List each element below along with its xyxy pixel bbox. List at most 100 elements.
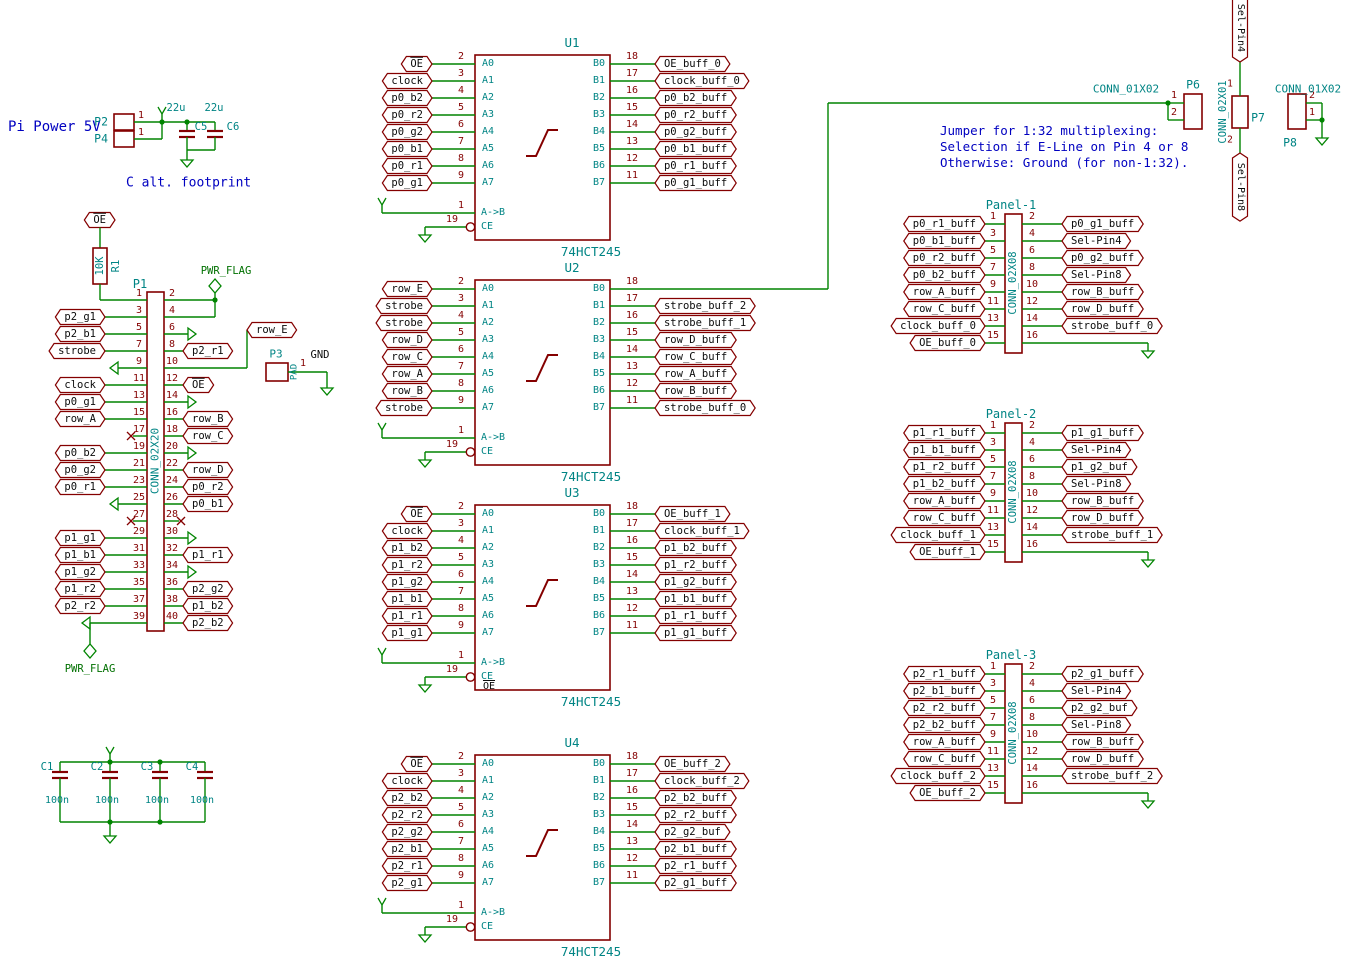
net-label[interactable]: p0_r2_buff (663, 108, 728, 121)
net-label[interactable]: p0_g2_buff (663, 125, 728, 138)
net-label[interactable]: row_C (391, 350, 423, 363)
net-label[interactable]: p2_b1 (391, 842, 423, 855)
net-label[interactable]: p2_g1 (391, 876, 423, 889)
net-label[interactable]: OE_buff_0 (919, 336, 976, 349)
net-label[interactable]: row_D_buff (1070, 511, 1135, 524)
net-label[interactable]: row_D_buff (1070, 302, 1135, 315)
net-label[interactable]: p2_g1 (64, 310, 96, 323)
net-label[interactable]: clock (391, 774, 423, 787)
net-label[interactable]: clock_buff_1 (663, 524, 740, 537)
net-label[interactable]: OE_buff_0 (663, 57, 721, 70)
net-label[interactable]: p2_r1_buff (912, 667, 976, 680)
net-label[interactable]: Sel-Pin8 (1070, 718, 1122, 731)
net-label[interactable]: p1_r2_buff (912, 460, 976, 473)
net-label[interactable]: p0_g1_buff (663, 176, 728, 189)
net-label[interactable]: row_B (391, 384, 423, 397)
net-label[interactable]: row_D_buff (1070, 752, 1135, 765)
net-label[interactable]: row_B_buff (1070, 285, 1135, 298)
pad-body[interactable] (265, 362, 289, 382)
ic-body[interactable] (474, 279, 611, 466)
net-label[interactable]: row_D_buff (663, 333, 728, 346)
net-label[interactable]: clock (391, 74, 423, 87)
net-label[interactable]: p1_r2 (64, 582, 96, 595)
connector-body[interactable] (1004, 422, 1023, 563)
net-label[interactable]: p1_b1 (391, 592, 423, 605)
net-label[interactable]: p2_g1_buff (1070, 667, 1135, 680)
net-label[interactable]: p0_g2 (391, 125, 423, 138)
ic-body[interactable] (474, 504, 611, 691)
net-label[interactable]: p0_b1_buff (663, 142, 728, 155)
net-label[interactable]: row_A (391, 367, 423, 380)
net-label[interactable]: p2_b1 (64, 327, 96, 340)
net-label[interactable]: p1_r1 (191, 548, 224, 561)
net-label[interactable]: OE (410, 57, 423, 70)
net-label[interactable]: p1_b1 (64, 548, 96, 561)
net-label[interactable]: p1_g1 (391, 626, 423, 639)
net-label[interactable]: OE (93, 213, 106, 226)
net-label[interactable]: Sel-Pin4 (1235, 3, 1246, 52)
net-label[interactable]: p2_r2_buff (912, 701, 976, 714)
connector-body[interactable] (1231, 95, 1249, 129)
net-label[interactable]: p0_b1 (191, 497, 224, 510)
net-label[interactable]: p2_g2_buf (663, 825, 721, 838)
net-label[interactable]: p2_b2_buff (912, 718, 976, 731)
net-label[interactable]: OE_buff_2 (663, 757, 721, 770)
net-label[interactable]: p2_b1_buff (912, 684, 976, 697)
net-label[interactable]: p0_g2_buff (1070, 251, 1135, 264)
net-label[interactable]: strobe_buff_1 (663, 316, 747, 329)
net-label[interactable]: OE (482, 681, 496, 692)
net-label[interactable]: strobe_buff_2 (663, 299, 747, 312)
net-label[interactable]: p1_b2_buff (912, 477, 976, 490)
net-label[interactable]: row_D (191, 463, 224, 476)
net-label[interactable]: p1_r2_buff (663, 558, 728, 571)
net-label[interactable]: p1_g2_buff (663, 575, 728, 588)
net-label[interactable]: p2_b2_buff (663, 791, 728, 804)
net-label[interactable]: row_B (191, 412, 224, 425)
net-label[interactable]: row_C_buff (912, 752, 976, 765)
net-label[interactable]: row_A_buff (912, 735, 976, 748)
net-label[interactable]: p1_r1_buff (912, 426, 976, 439)
net-label[interactable]: strobe (385, 299, 423, 312)
net-label[interactable]: OE_buff_1 (663, 507, 721, 520)
net-label[interactable]: p0_b1 (391, 142, 423, 155)
net-label[interactable]: OE_buff_2 (919, 786, 976, 799)
connector-body[interactable] (1183, 93, 1203, 130)
net-label[interactable]: row_E (255, 323, 288, 336)
net-label[interactable]: row_C (191, 429, 224, 442)
net-label[interactable]: row_B_buff (1070, 735, 1135, 748)
net-label[interactable]: p0_r1 (391, 159, 423, 172)
connector-body[interactable] (113, 130, 135, 148)
net-label[interactable]: p2_r1_buff (663, 859, 728, 872)
net-label[interactable]: p2_b2 (191, 616, 224, 629)
connector-body[interactable] (113, 113, 135, 131)
net-label[interactable]: Sel-Pin4 (1070, 443, 1122, 456)
net-label[interactable]: p1_g2_buf (1070, 460, 1128, 473)
net-label[interactable]: p1_g1_buff (663, 626, 728, 639)
net-label[interactable]: p1_g2 (391, 575, 423, 588)
net-label[interactable]: p1_g1_buff (1070, 426, 1135, 439)
net-label[interactable]: p0_r1_buff (663, 159, 728, 172)
net-label[interactable]: p2_r1 (191, 344, 224, 357)
net-label[interactable]: row_A_buff (912, 285, 976, 298)
net-label[interactable]: p0_b2 (391, 91, 423, 104)
net-label[interactable]: OE (410, 757, 423, 770)
net-label[interactable]: strobe (385, 401, 423, 414)
net-label[interactable]: strobe_buff_0 (663, 401, 747, 414)
net-label[interactable]: clock_buff_1 (900, 528, 976, 541)
net-label[interactable]: clock (64, 378, 96, 391)
net-label[interactable]: row_B_buff (663, 384, 728, 397)
net-label[interactable]: p1_g2 (64, 565, 96, 578)
net-label[interactable]: strobe (58, 344, 96, 357)
net-label[interactable]: p0_r1_buff (912, 217, 976, 230)
net-label[interactable]: strobe_buff_0 (1070, 319, 1154, 332)
net-label[interactable]: p1_g1 (64, 531, 96, 544)
connector-body[interactable] (1287, 93, 1307, 130)
net-label[interactable]: p0_b1_buff (912, 234, 976, 247)
net-label[interactable]: p2_r2 (64, 599, 96, 612)
net-label[interactable]: p1_b2 (391, 541, 423, 554)
net-label[interactable]: row_C_buff (663, 350, 728, 363)
net-label[interactable]: clock_buff_2 (900, 769, 976, 782)
net-label[interactable]: clock_buff_0 (900, 319, 976, 332)
net-label[interactable]: row_B_buff (1070, 494, 1135, 507)
net-label[interactable]: p2_b1_buff (663, 842, 728, 855)
